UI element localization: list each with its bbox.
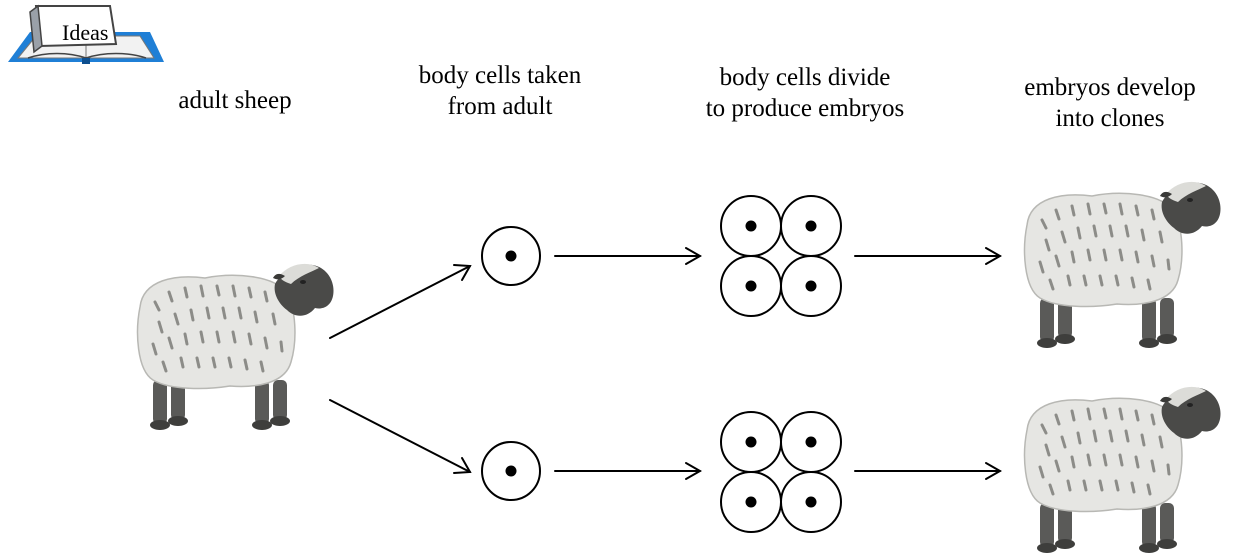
single-cell-bottom <box>481 441 541 501</box>
arrow-cell-to-embryo-top <box>554 247 703 265</box>
clone-sheep-top-image <box>1023 180 1222 350</box>
label-adult-sheep: adult sheep <box>120 85 350 116</box>
label-line: body cells divide <box>719 64 891 91</box>
label-body-cells-divide: body cells divide to produce embryos <box>655 62 955 124</box>
label-line: body cells taken <box>418 62 582 89</box>
adult-sheep-image <box>136 262 335 432</box>
clone-sheep-bottom-image <box>1023 385 1222 555</box>
arrow-embryo-to-clone-bottom <box>854 462 1003 480</box>
embryo-top <box>720 195 842 317</box>
label-body-cells-taken: body cells taken from adult <box>375 60 625 122</box>
arrow-adult-to-cell-bottom <box>329 399 472 474</box>
embryo-bottom <box>720 411 842 533</box>
label-line: adult sheep <box>178 87 292 114</box>
arrow-embryo-to-clone-top <box>854 247 1003 265</box>
ideas-badge-label: Ideas <box>62 20 108 45</box>
single-cell-top <box>481 226 541 286</box>
label-line: to produce embryos <box>705 95 905 122</box>
arrow-adult-to-cell-top <box>329 264 472 339</box>
label-line: embryos develop <box>1024 74 1196 101</box>
label-line: into clones <box>1055 105 1165 132</box>
ideas-book-icon <box>8 4 164 64</box>
label-embryos-develop: embryos develop into clones <box>980 72 1240 134</box>
arrow-cell-to-embryo-bottom <box>554 462 703 480</box>
label-line: from adult <box>447 93 553 120</box>
